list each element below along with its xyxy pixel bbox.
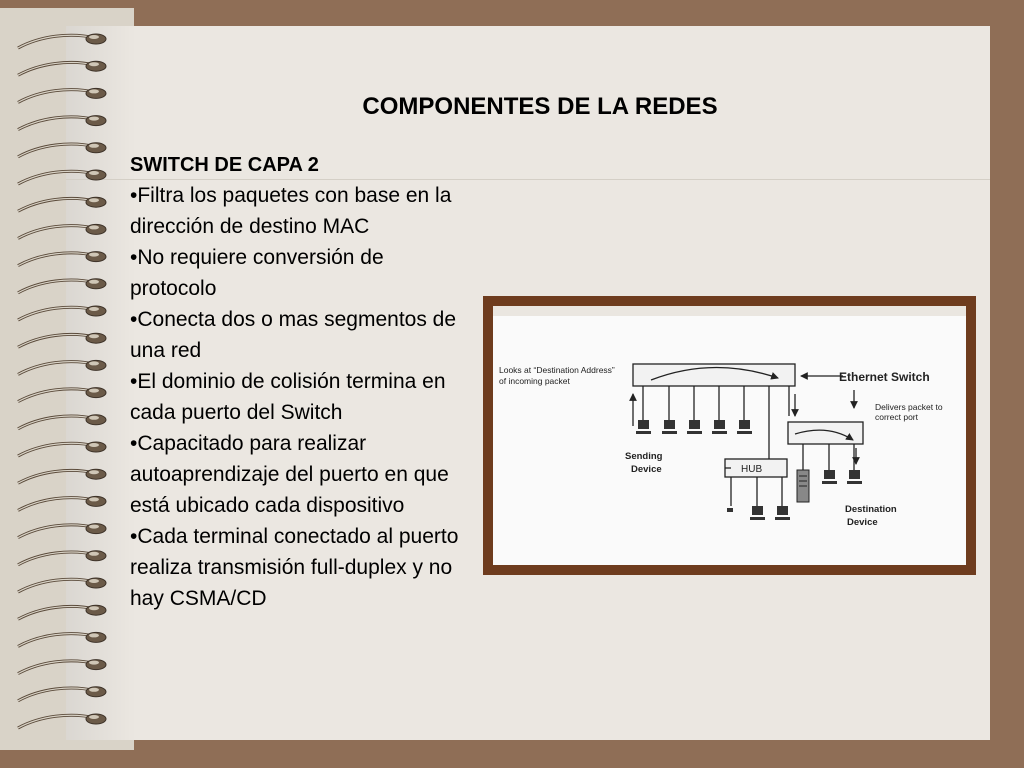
destination-device-label: Device	[847, 517, 878, 528]
computer-icons	[636, 420, 862, 520]
section-heading: SWITCH DE CAPA 2	[130, 154, 319, 176]
diagram-frame: Looks at “Destination Address” of incomi…	[483, 296, 976, 575]
second-switch-ports	[802, 444, 855, 470]
hub-ports	[730, 477, 783, 506]
slide-body: SWITCH DE CAPA 2 •Filtra los paquetes co…	[130, 150, 470, 614]
bullet-item: •Capacitado para realizar autoaprendizaj…	[130, 432, 449, 517]
ethernet-switch-box	[632, 363, 796, 387]
sending-device-label: Device	[631, 464, 662, 475]
hub-label: HUB	[741, 464, 762, 475]
bullet-item: •No requiere conversión de protocolo	[130, 246, 384, 300]
spiral-binding	[17, 33, 107, 730]
second-switch-box	[787, 421, 864, 445]
delivers-label: Delivers packet to	[875, 402, 943, 412]
diagram-mat: Looks at “Destination Address” of incomi…	[493, 306, 966, 565]
page-rule-line	[66, 179, 990, 180]
looks-at-label: of incoming packet	[499, 376, 571, 386]
looks-at-label: Looks at “Destination Address”	[499, 365, 615, 375]
switch-inspect-arrow	[650, 366, 779, 381]
server-tower-icon	[796, 469, 810, 503]
second-switch-arrow	[794, 429, 854, 441]
bullet-item: •El dominio de colisión termina en cada …	[130, 370, 446, 424]
sending-device-label: Sending	[625, 451, 663, 462]
slide-title: COMPONENTES DE LA REDES	[362, 93, 718, 120]
switch-ports	[642, 386, 790, 454]
ethernet-switch-label: Ethernet Switch	[839, 370, 930, 384]
switch-diagram: Looks at “Destination Address” of incomi…	[493, 316, 966, 565]
bullet-item: •Conecta dos o mas segmentos de una red	[130, 308, 457, 362]
bullet-item: •Cada terminal conectado al puerto reali…	[130, 525, 459, 610]
delivers-label: correct port	[875, 412, 919, 422]
bullet-item: •Filtra los paquetes con base en la dire…	[130, 184, 452, 238]
destination-device-label: Destination	[845, 504, 897, 515]
